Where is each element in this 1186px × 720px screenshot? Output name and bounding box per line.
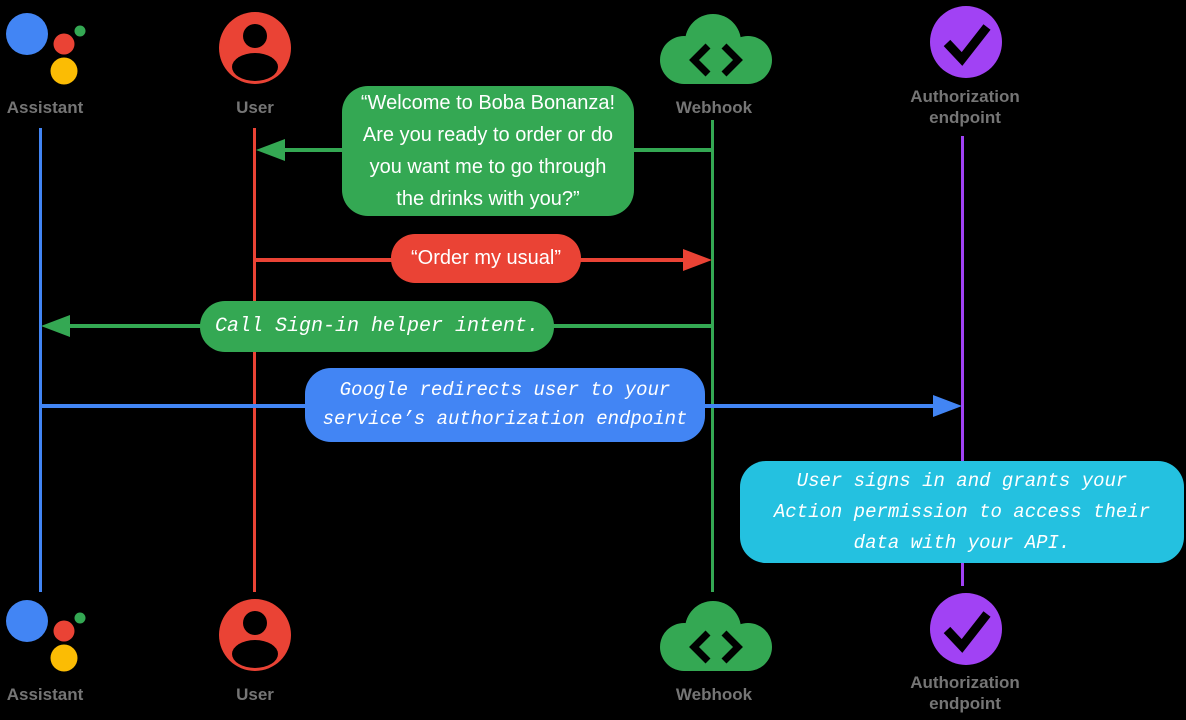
authorization-lifeline (961, 136, 964, 586)
message-line: the drinks with you?” (396, 188, 580, 210)
user-lifeline (253, 128, 256, 592)
google-assistant-icon (4, 595, 90, 680)
message-line: Call Sign-in helper intent. (214, 315, 540, 338)
signin-arrowhead-left-icon (41, 315, 70, 337)
message-redirect: Google redirects user to your service’s … (305, 368, 705, 442)
google-assistant-icon (4, 8, 90, 93)
message-order: “Order my usual” (391, 234, 581, 283)
message-line: service’s authorization endpoint (322, 408, 688, 430)
assistant-label: Assistant (6, 98, 84, 117)
message-signin-helper: Call Sign-in helper intent. (200, 301, 554, 352)
order-arrowhead-right-icon (683, 249, 712, 271)
cloud-code-icon (656, 8, 776, 93)
message-line: data with your API. (853, 531, 1071, 554)
cloud-code-icon (656, 595, 776, 680)
message-line: Google redirects user to your (339, 379, 671, 401)
user-label: User (236, 685, 274, 704)
message-line: User signs in and grants your (796, 469, 1128, 492)
welcome-arrowhead-left-icon (256, 139, 285, 161)
check-circle-icon (929, 592, 1003, 671)
check-circle-icon (929, 5, 1003, 84)
authorization-endpoint-label: Authorization endpoint (910, 673, 1020, 713)
webhook-lifeline (711, 120, 714, 592)
message-line: “Order my usual” (410, 247, 562, 269)
message-line: “Welcome to Boba Bonanza! (360, 92, 616, 114)
assistant-lifeline (39, 128, 42, 592)
message-grant-permission: User signs in and grants your Action per… (740, 461, 1184, 563)
webhook-label: Webhook (675, 685, 753, 704)
person-icon (217, 10, 293, 91)
message-welcome: “Welcome to Boba Bonanza! Are you ready … (342, 86, 634, 216)
message-line: you want me to go through (369, 156, 607, 178)
redirect-arrowhead-right-icon (933, 395, 962, 417)
person-icon (217, 597, 293, 678)
message-line: Action permission to access their (773, 500, 1151, 523)
webhook-label: Webhook (675, 98, 753, 117)
authorization-endpoint-label: Authorization endpoint (910, 87, 1020, 127)
message-line: Are you ready to order or do (362, 124, 614, 146)
user-label: User (236, 98, 274, 117)
assistant-label: Assistant (6, 685, 84, 704)
